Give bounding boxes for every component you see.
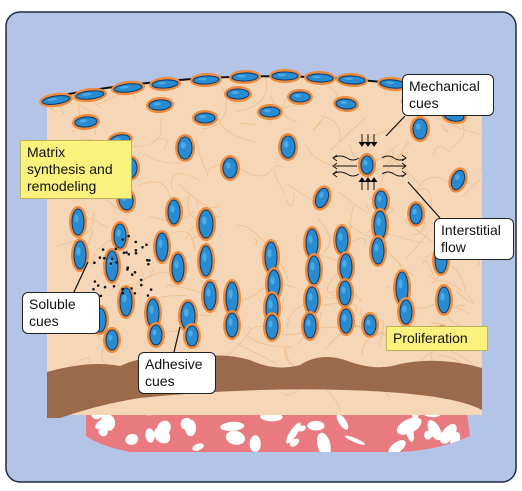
cell-icon bbox=[305, 253, 323, 287]
cell-icon bbox=[220, 155, 240, 181]
cell-icon bbox=[369, 235, 387, 267]
adhesive-cues-label: Adhesive cues bbox=[138, 352, 216, 394]
cell-icon bbox=[287, 89, 313, 105]
cell-icon bbox=[69, 206, 87, 238]
cell-icon bbox=[361, 312, 379, 338]
cell-icon bbox=[183, 323, 201, 349]
cell-icon bbox=[103, 327, 121, 353]
cell-icon bbox=[358, 153, 376, 177]
cell-icon bbox=[301, 311, 319, 341]
cell-icon bbox=[435, 284, 453, 316]
cell-icon bbox=[196, 207, 216, 241]
proliferation-label: Proliferation bbox=[386, 326, 488, 351]
soluble-cues-label: Soluble cues bbox=[22, 292, 100, 334]
cell-icon bbox=[410, 116, 430, 142]
cell-icon bbox=[337, 306, 355, 336]
cell-icon bbox=[197, 243, 215, 279]
cell-icon bbox=[224, 86, 252, 102]
cell-icon bbox=[201, 279, 219, 313]
mechanical-cues-label: Mechanical cues bbox=[402, 74, 494, 116]
cell-icon bbox=[407, 201, 425, 227]
interstitial-flow-label: Interstitial flow bbox=[434, 218, 514, 260]
cell-icon bbox=[257, 104, 283, 120]
cell-icon bbox=[192, 110, 218, 126]
cell-icon bbox=[169, 251, 187, 285]
cell-icon bbox=[333, 224, 351, 256]
cell-icon bbox=[175, 134, 195, 162]
cell-icon bbox=[103, 248, 121, 284]
cell-icon bbox=[117, 285, 135, 319]
cell-icon bbox=[303, 284, 321, 316]
cell-icon bbox=[147, 322, 165, 348]
cell-icon bbox=[153, 230, 171, 264]
cell-icon bbox=[336, 278, 354, 308]
cell-icon bbox=[263, 312, 281, 342]
cell-icon bbox=[111, 221, 129, 251]
cell-icon bbox=[269, 69, 301, 83]
cell-icon bbox=[278, 133, 298, 161]
cell-icon bbox=[165, 197, 183, 227]
matrix-synthesis-label: Matrix synthesis and remodeling bbox=[20, 140, 132, 199]
cell-icon bbox=[223, 310, 241, 340]
cell-icon bbox=[397, 297, 415, 327]
